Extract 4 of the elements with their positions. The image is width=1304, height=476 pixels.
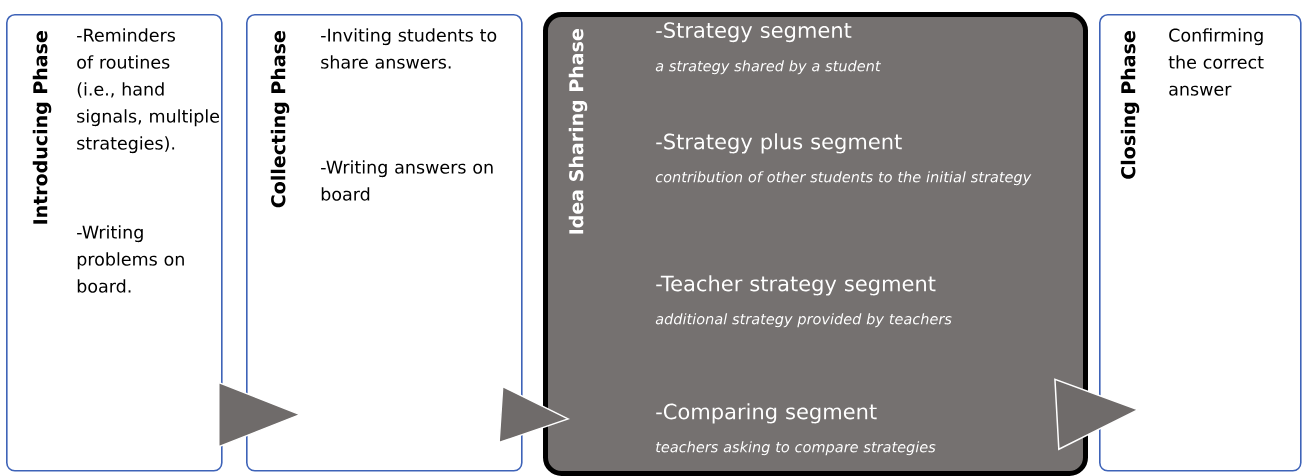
phase-box: Introducing Phase -Reminders of routines (i.e., hand signals, multiple strategies). -Writing problems on board. [6, 14, 223, 472]
phase-box: Collecting Phase -Inviting students to share answers. -Writing answers on board [246, 14, 523, 472]
phase-box: Idea Sharing Phase -Strategy segment a strategy shared by a student -Strategy plus segment contribution of other students to the initial strategy -Teacher strategy segment additional strategy provided by teachers -Comparing segment teachers asking to compare strategies [543, 12, 1088, 476]
phase-box: Closing Phase Confirming the correct answer [1099, 14, 1302, 472]
